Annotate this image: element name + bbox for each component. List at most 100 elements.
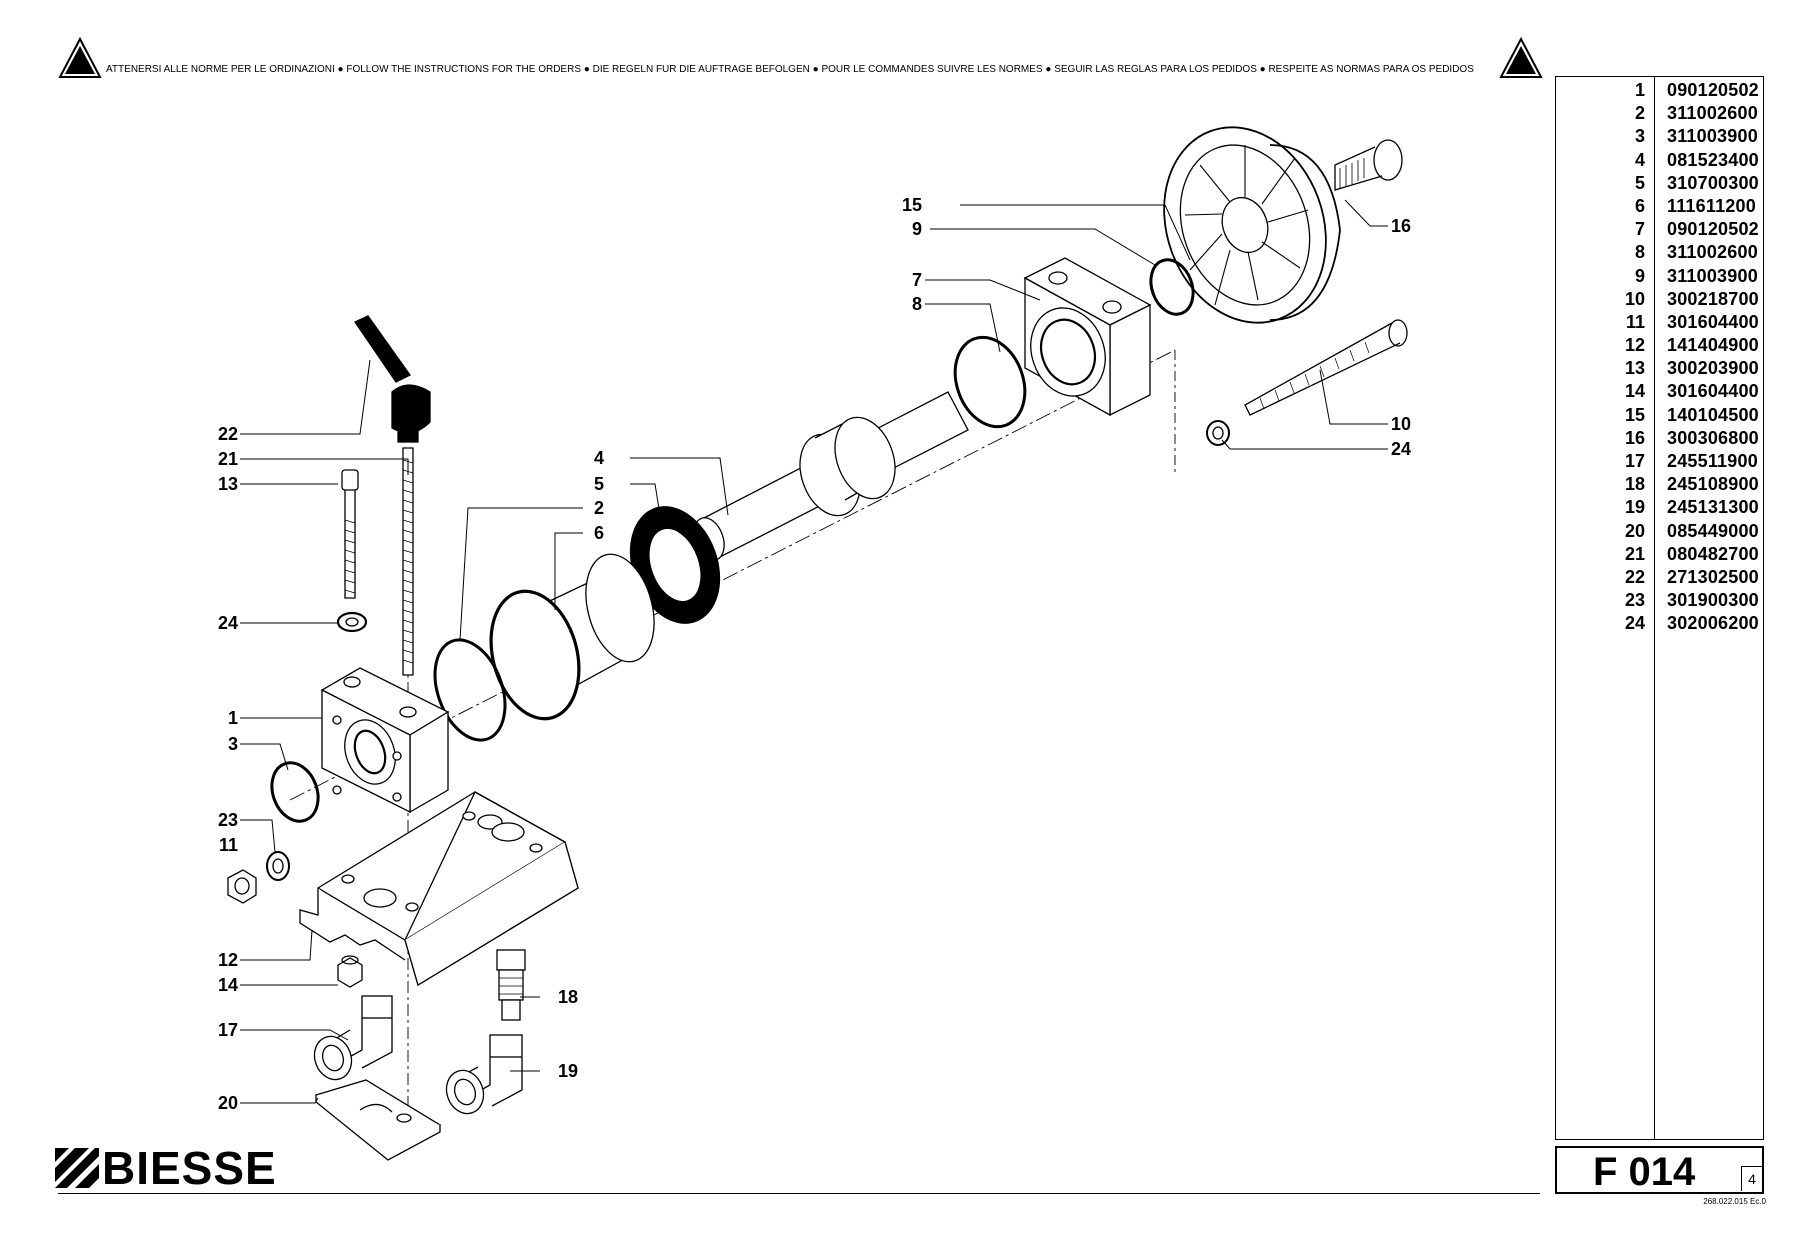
callout-24-right: 24 xyxy=(1391,439,1411,459)
elbow-fitting-17-part xyxy=(313,995,393,1081)
part-number: 4 xyxy=(1634,149,1645,170)
nut-11-part xyxy=(227,869,257,904)
part-number: 12 xyxy=(1624,335,1645,356)
page-code-box: F 014 4 xyxy=(1555,1146,1764,1194)
part-number: 2 xyxy=(1634,103,1645,124)
parts-row: 3 311003900 xyxy=(1556,125,1763,148)
parts-row: 8 311002600 xyxy=(1556,241,1763,264)
parts-row: 12 141404900 xyxy=(1556,334,1763,357)
page-code: F 014 xyxy=(1593,1150,1696,1194)
part-code: 141404900 xyxy=(1667,335,1759,356)
part-code: 245108900 xyxy=(1667,474,1759,495)
part-code: 300306800 xyxy=(1667,427,1759,448)
callout-5: 5 xyxy=(594,474,604,494)
nut-14-part xyxy=(337,955,363,988)
part-number: 3 xyxy=(1634,126,1645,147)
part-number: 9 xyxy=(1634,265,1645,286)
part-code: 080482700 xyxy=(1667,543,1759,564)
callout-2: 2 xyxy=(594,498,604,518)
wheel-part xyxy=(1163,126,1341,324)
parts-row: 13 300203900 xyxy=(1556,357,1763,380)
part-number: 23 xyxy=(1624,590,1645,611)
part-number: 10 xyxy=(1624,288,1645,309)
part-code: 245131300 xyxy=(1667,497,1759,518)
threaded-rod-21-part xyxy=(402,447,414,676)
part-number: 8 xyxy=(1634,242,1645,263)
fitting-18-part xyxy=(496,949,526,1021)
part-number: 1 xyxy=(1634,80,1645,100)
brand-name: BIESSE xyxy=(102,1142,277,1194)
part-code: 301604400 xyxy=(1667,381,1759,402)
callout-17: 17 xyxy=(218,1020,238,1040)
front-block-1-part xyxy=(320,667,450,814)
part-code: 311003900 xyxy=(1667,126,1758,147)
part-number: 18 xyxy=(1624,474,1645,495)
parts-row: 9 311003900 xyxy=(1556,265,1763,288)
part-number: 6 xyxy=(1634,195,1645,216)
callout-13: 13 xyxy=(218,474,238,494)
part-code: 300203900 xyxy=(1667,358,1759,379)
biesse-logo-mark xyxy=(55,1148,99,1188)
callout-12: 12 xyxy=(218,950,238,970)
warning-text: ATTENERSI ALLE NORME PER LE ORDINAZIONI … xyxy=(106,64,1474,75)
callout-8: 8 xyxy=(912,294,922,314)
callout-4: 4 xyxy=(594,448,604,468)
callout-16: 16 xyxy=(1391,216,1411,236)
clamp-lever-22-part xyxy=(354,315,431,443)
warning-triangle-icon xyxy=(58,37,102,78)
part-code: 311003900 xyxy=(1667,265,1758,286)
order-instructions-banner: ATTENERSI ALLE NORME PER LE ORDINAZIONI … xyxy=(58,37,1543,82)
part-code: 081523400 xyxy=(1667,149,1759,170)
bolt-10-part xyxy=(1244,319,1408,416)
callout-14: 14 xyxy=(218,975,238,995)
end-block-7-part xyxy=(1023,257,1152,417)
part-code: 311002600 xyxy=(1667,242,1758,263)
part-code: 311002600 xyxy=(1667,103,1758,124)
part-code: 302006200 xyxy=(1667,613,1759,634)
cylinder-tube-6-part xyxy=(489,553,655,721)
piston-rod-4-part xyxy=(693,391,969,561)
callout-22: 22 xyxy=(218,424,238,444)
callout-11: 11 xyxy=(219,835,238,855)
callout-21: 21 xyxy=(218,449,238,469)
parts-row: 21 080482700 xyxy=(1556,543,1763,566)
parts-row: 2 311002600 xyxy=(1556,102,1763,125)
callout-9: 9 xyxy=(912,219,922,239)
callout-23: 23 xyxy=(218,810,238,830)
part-number: 13 xyxy=(1624,358,1645,379)
part-number: 11 xyxy=(1625,311,1645,332)
parts-row: 16 300306800 xyxy=(1556,427,1763,450)
part-number: 24 xyxy=(1624,613,1645,634)
seal-5-part xyxy=(629,506,721,624)
part-code: 085449000 xyxy=(1667,520,1759,541)
parts-row: 11 301604400 xyxy=(1556,311,1763,334)
part-number: 5 xyxy=(1634,172,1645,193)
parts-row: 18 245108900 xyxy=(1556,473,1763,496)
part-code: 245511900 xyxy=(1667,451,1758,471)
callout-10: 10 xyxy=(1391,414,1411,434)
part-code: 301604400 xyxy=(1667,311,1759,332)
callout-15: 15 xyxy=(902,195,922,215)
part-code: 271302500 xyxy=(1667,566,1759,587)
part-code: 300218700 xyxy=(1667,288,1759,309)
biesse-logo: BIESSE xyxy=(55,1142,305,1194)
part-number: 7 xyxy=(1634,219,1645,240)
document-reference: 268.022.015 Ec.0 xyxy=(1703,1197,1766,1206)
part-number: 16 xyxy=(1624,427,1645,448)
warning-triangle-icon xyxy=(1499,37,1543,78)
callout-6: 6 xyxy=(594,523,604,543)
part-code: 301900300 xyxy=(1667,590,1759,611)
callout-24-left: 24 xyxy=(218,613,238,633)
part-number: 21 xyxy=(1624,543,1645,564)
base-plate-12-part xyxy=(299,791,579,986)
screw-16-part xyxy=(1334,139,1403,191)
